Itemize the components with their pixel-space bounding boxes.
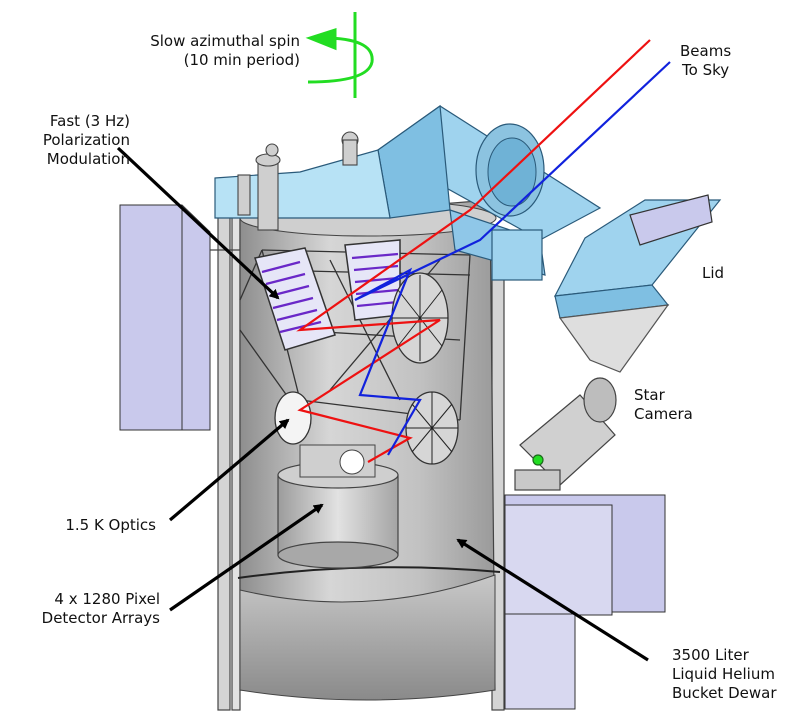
optic-mirror-lower <box>405 391 459 465</box>
beam-paths <box>296 39 671 463</box>
right-side-panels <box>504 494 666 710</box>
arrow-dewar <box>456 538 649 662</box>
arrow-optics <box>168 418 290 522</box>
annotation-arrows <box>116 146 649 662</box>
star-camera <box>514 377 617 491</box>
label-star-line1: Star <box>634 386 665 404</box>
label-dewar-line1: 3500 Liter <box>672 646 749 664</box>
label-detector-line2: Detector Arrays <box>41 609 160 627</box>
label-fast-line2: Polarization <box>42 131 130 149</box>
red-beam <box>296 39 651 463</box>
arrow-detector <box>169 503 324 612</box>
top-mechanism <box>237 131 359 231</box>
label-fast-line1: Fast (3 Hz) <box>49 112 130 130</box>
label-polarization-modulation: Fast (3 Hz) Polarization Modulation <box>43 112 130 169</box>
label-spin-line2: (10 min period) <box>183 51 300 69</box>
label-beams-to-sky: Beams To Sky <box>680 42 731 80</box>
label-spin-line1: Slow azimuthal spin <box>150 32 300 50</box>
optic-lens <box>274 391 312 445</box>
lid <box>553 194 722 373</box>
left-side-panel <box>119 204 211 431</box>
label-lid: Lid <box>702 264 725 282</box>
label-detector-line1: 4 x 1280 Pixel <box>54 590 160 608</box>
detector-arrays <box>277 444 399 569</box>
azimuthal-spin-icon <box>305 12 374 98</box>
label-star-camera: Star Camera <box>634 386 693 424</box>
label-star-line2: Camera <box>634 405 693 423</box>
label-azimuthal-spin: Slow azimuthal spin (10 min period) <box>150 32 300 70</box>
label-optics: 1.5 K Optics <box>65 516 156 534</box>
label-dewar-line2: Liquid Helium <box>672 665 775 683</box>
label-dewar-line3: Bucket Dewar <box>672 684 777 702</box>
optic-mirror-upper <box>391 272 449 364</box>
label-detector-arrays: 4 x 1280 Pixel Detector Arrays <box>42 590 160 628</box>
arrow-modulation <box>116 146 280 300</box>
blue-beam <box>354 61 671 456</box>
label-fast-line3: Modulation <box>46 150 130 168</box>
label-beams-line2: To Sky <box>682 61 730 79</box>
label-dewar: 3500 Liter Liquid Helium Bucket Dewar <box>672 646 776 703</box>
label-beams-line1: Beams <box>680 42 732 60</box>
